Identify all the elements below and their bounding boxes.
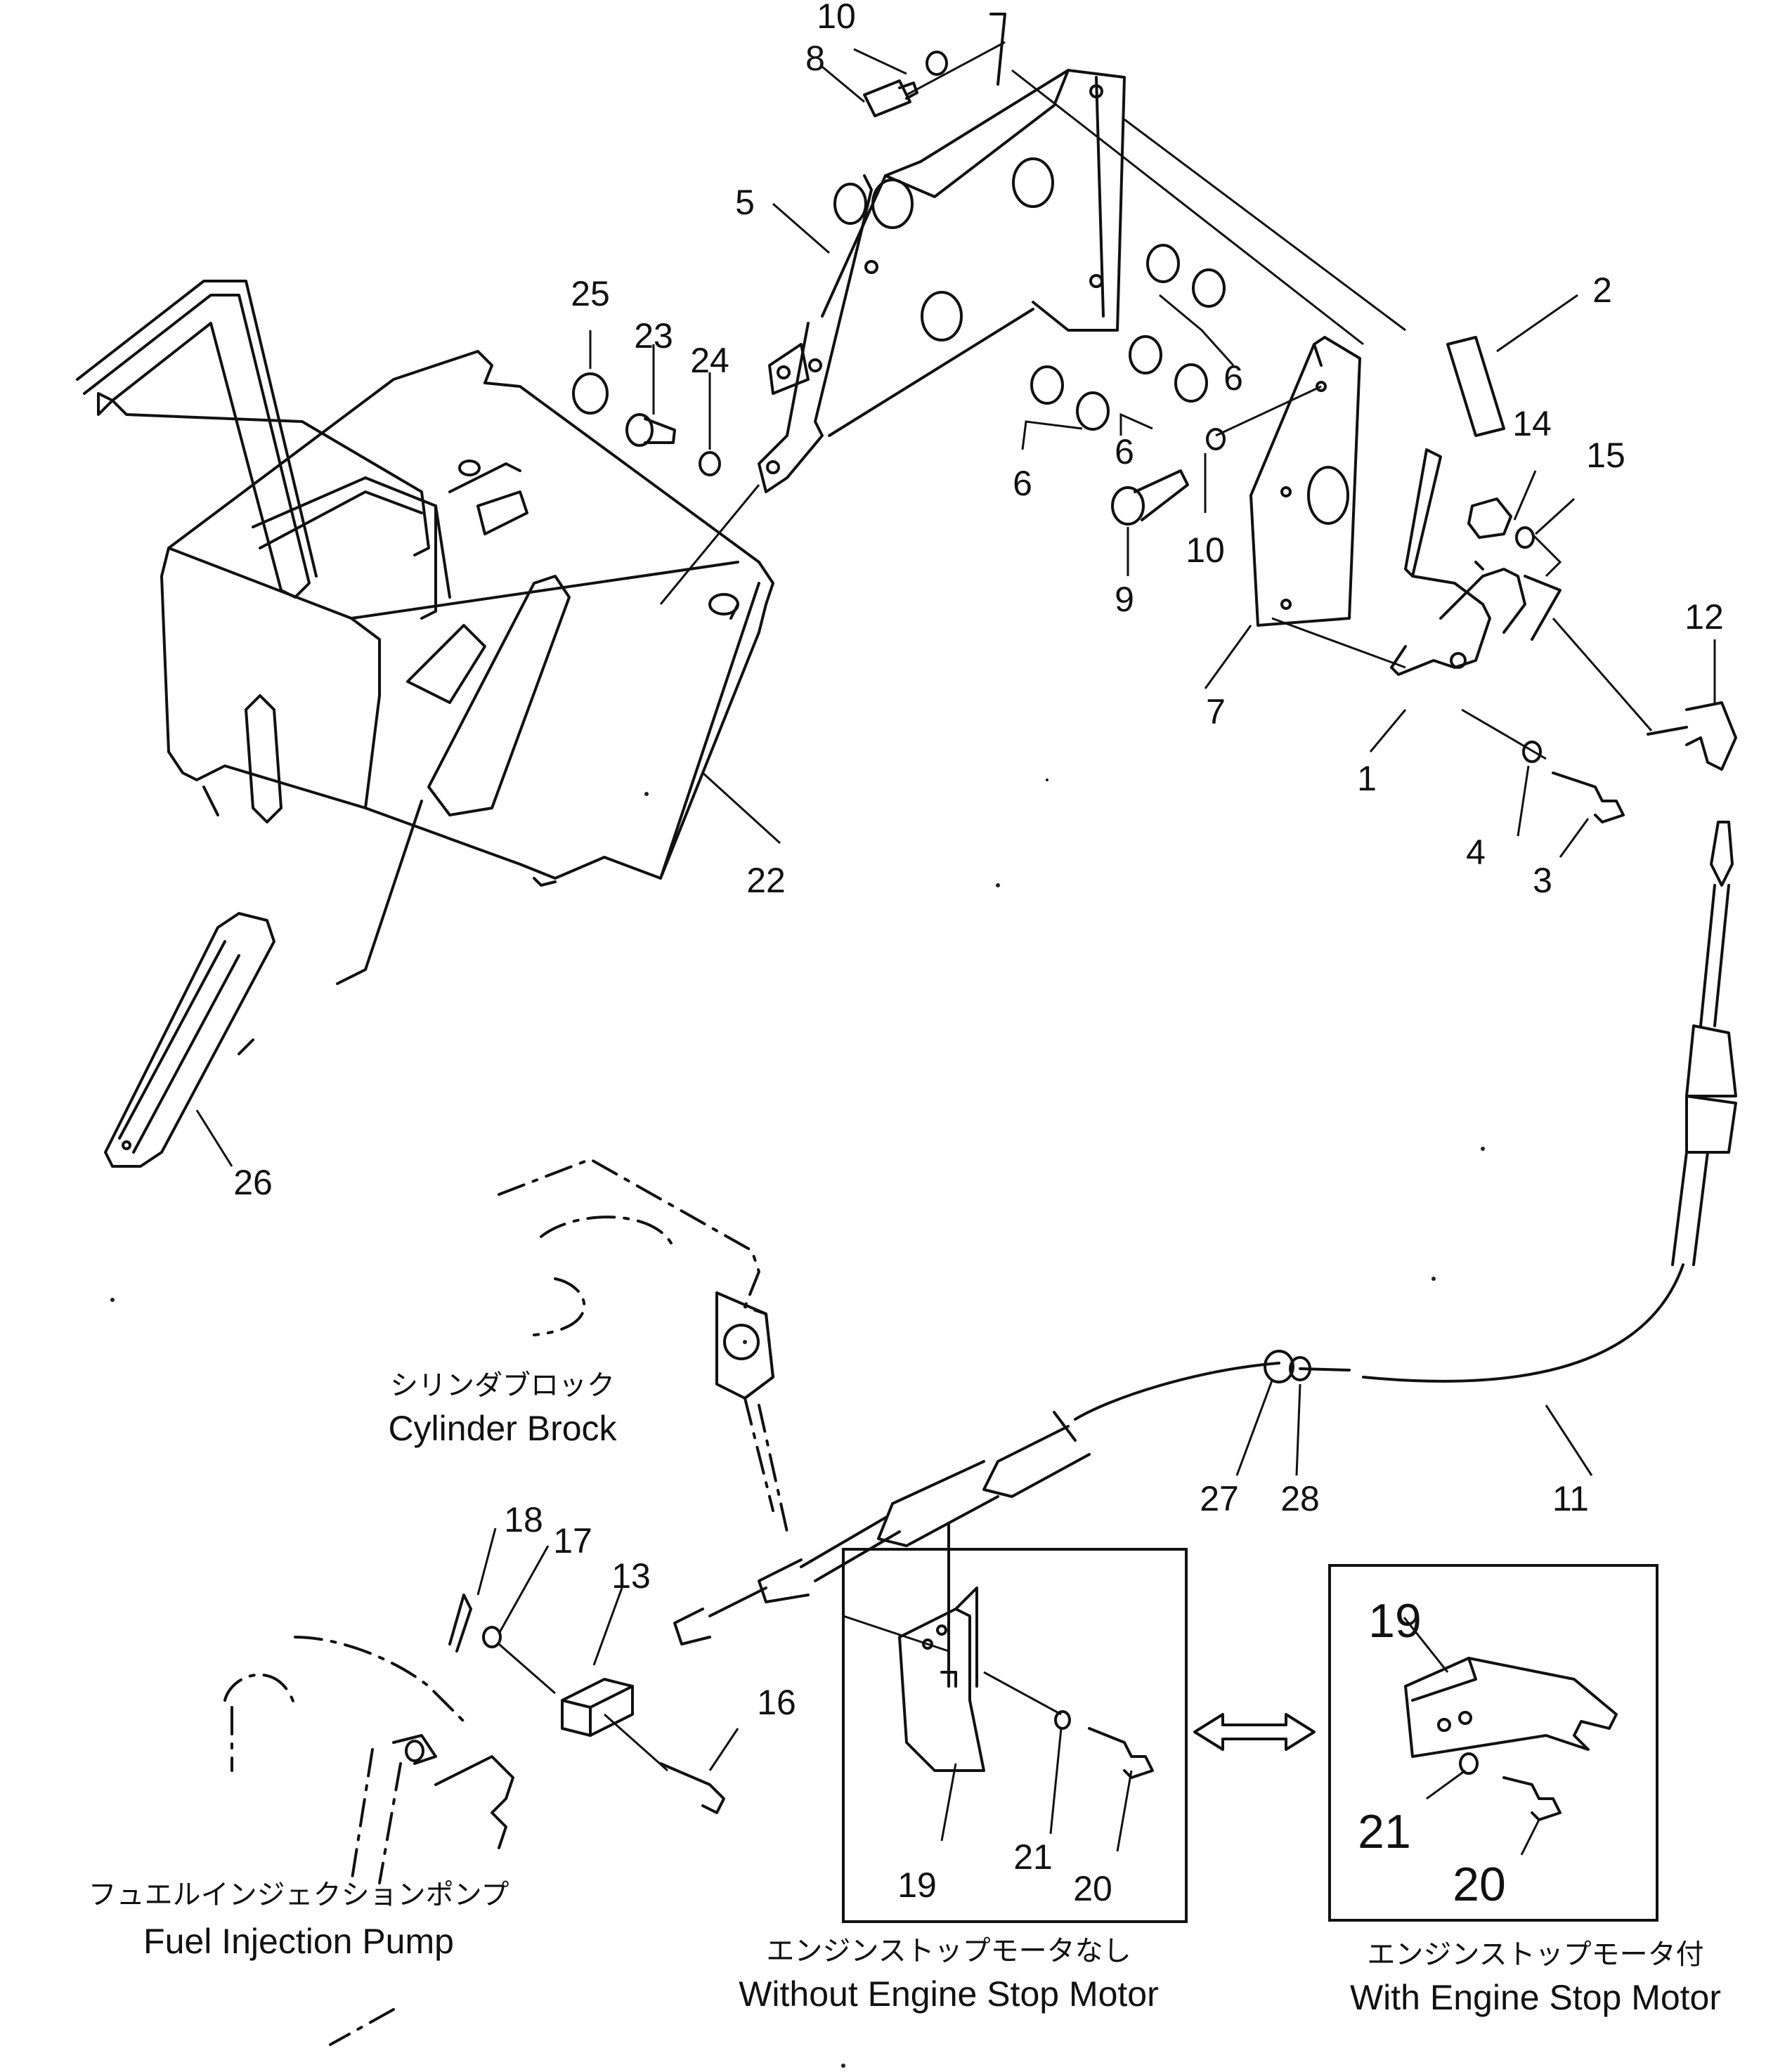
callout-27: 27 bbox=[1200, 1479, 1239, 1518]
without-motor-caption-en: Without Engine Stop Motor bbox=[739, 1974, 1159, 2014]
callout-17: 17 bbox=[553, 1521, 592, 1560]
callout-6-left: 6 bbox=[1013, 464, 1032, 503]
callout-6-right: 6 bbox=[1223, 358, 1243, 398]
fuel-pump-caption-en: Fuel Injection Pump bbox=[143, 1922, 454, 1961]
callout-19-without-motor: 19 bbox=[897, 1865, 937, 1905]
bolt-part-9 bbox=[1111, 469, 1189, 526]
washer-part-24 bbox=[699, 451, 721, 476]
cotter-pin-part-18 bbox=[448, 1594, 472, 1653]
leader-lines bbox=[195, 41, 1716, 1856]
bushings-part-6 bbox=[1030, 244, 1226, 431]
callout-20-with-motor: 20 bbox=[1453, 1858, 1506, 1911]
callout-1: 1 bbox=[1357, 759, 1377, 798]
pedal-pad-part-26 bbox=[104, 800, 423, 1168]
joint-part-12 bbox=[1647, 701, 1737, 771]
callout-25: 25 bbox=[571, 274, 610, 313]
callout-16: 16 bbox=[757, 1683, 796, 1722]
callout-13: 13 bbox=[611, 1556, 651, 1596]
callout-28: 28 bbox=[1280, 1479, 1320, 1518]
callout-14: 14 bbox=[1512, 404, 1552, 443]
bolt-part-8 bbox=[863, 79, 918, 117]
bolt-part-20-with-motor bbox=[1502, 1776, 1562, 1821]
washer-part-17 bbox=[482, 1626, 502, 1648]
cap-part-25 bbox=[572, 372, 609, 415]
nut-part-14 bbox=[1467, 497, 1512, 539]
callout-2: 2 bbox=[1592, 271, 1612, 310]
callout-18: 18 bbox=[504, 1500, 543, 1539]
callout-6-middle: 6 bbox=[1115, 432, 1134, 471]
callout-22: 22 bbox=[746, 861, 786, 900]
callout-5: 5 bbox=[735, 183, 755, 222]
cylinder-block-caption-jp: シリンダブロック bbox=[390, 1369, 615, 1402]
callout-4: 4 bbox=[1466, 833, 1486, 872]
cable-part-11 bbox=[673, 821, 1737, 1646]
washer-part-10 bbox=[1206, 428, 1226, 450]
fuel-injection-pump bbox=[223, 1636, 514, 2046]
callout-21-with-motor: 21 bbox=[1358, 1805, 1411, 1858]
callout-11: 11 bbox=[1552, 1479, 1589, 1518]
washer-part-21-without-motor bbox=[1054, 1710, 1071, 1730]
callout-9: 9 bbox=[1115, 580, 1134, 619]
callout-24: 24 bbox=[690, 341, 729, 380]
callout-20-without-motor: 20 bbox=[1073, 1869, 1112, 1908]
washer-part-10-top bbox=[926, 51, 948, 76]
bracket-part-19-with-motor bbox=[1404, 1657, 1618, 1758]
interchange-arrow bbox=[1193, 1713, 1316, 1751]
callout-15: 15 bbox=[1586, 436, 1625, 475]
washer-part-21-with-motor bbox=[1459, 1752, 1479, 1775]
washer-part-15 bbox=[1515, 526, 1535, 549]
without-motor-caption-jp: エンジンストップモータなし bbox=[766, 1935, 1131, 1967]
with-motor-caption-en: With Engine Stop Motor bbox=[1350, 1978, 1721, 2017]
callout-labels: 10 8 5 25 23 24 6 6 6 9 10 2 14 15 12 7 … bbox=[233, 0, 1724, 1911]
lever-part-1 bbox=[1390, 448, 1562, 676]
callout-19-with-motor: 19 bbox=[1368, 1594, 1422, 1648]
plate-part-7 bbox=[1249, 336, 1361, 627]
washer-part-4 bbox=[1522, 741, 1542, 763]
inset-with-motor-frame bbox=[1328, 1564, 1658, 1922]
callout-8: 8 bbox=[805, 39, 825, 78]
pin-part-16 bbox=[659, 1762, 725, 1814]
callout-23: 23 bbox=[634, 316, 673, 356]
callout-10-top: 10 bbox=[817, 0, 856, 36]
grip-part-2 bbox=[1446, 336, 1505, 437]
callout-21-without-motor: 21 bbox=[1013, 1837, 1053, 1877]
inset-without-motor-frame bbox=[842, 1548, 1188, 1923]
with-motor-caption-jp: エンジンストップモータ付 bbox=[1367, 1939, 1703, 1971]
fuel-pump-caption-jp: フュエルインジェクションポンプ bbox=[89, 1879, 509, 1911]
callout-7: 7 bbox=[1206, 692, 1226, 731]
bracket-part-5 bbox=[758, 13, 1126, 781]
cylinder-block bbox=[498, 1158, 788, 1533]
callout-26: 26 bbox=[233, 1163, 273, 1202]
bracket-part-19-without-motor bbox=[898, 1523, 985, 1772]
captions: シリンダブロック Cylinder Brock フュエルインジェクションポンプ … bbox=[89, 1369, 1721, 2017]
callout-3: 3 bbox=[1533, 861, 1552, 900]
bolt-part-23 bbox=[625, 413, 676, 447]
callout-10: 10 bbox=[1186, 530, 1225, 570]
cylinder-block-caption-en: Cylinder Brock bbox=[388, 1409, 617, 1448]
bolt-part-20-without-motor bbox=[1088, 1727, 1154, 1779]
block-part-13 bbox=[561, 1678, 634, 1737]
callout-12: 12 bbox=[1684, 597, 1724, 637]
scan-specks bbox=[110, 792, 1485, 2068]
bolt-part-3 bbox=[1552, 771, 1625, 823]
clamp-part-27-28 bbox=[1264, 1350, 1311, 1383]
console-cover-part-22 bbox=[76, 280, 774, 887]
